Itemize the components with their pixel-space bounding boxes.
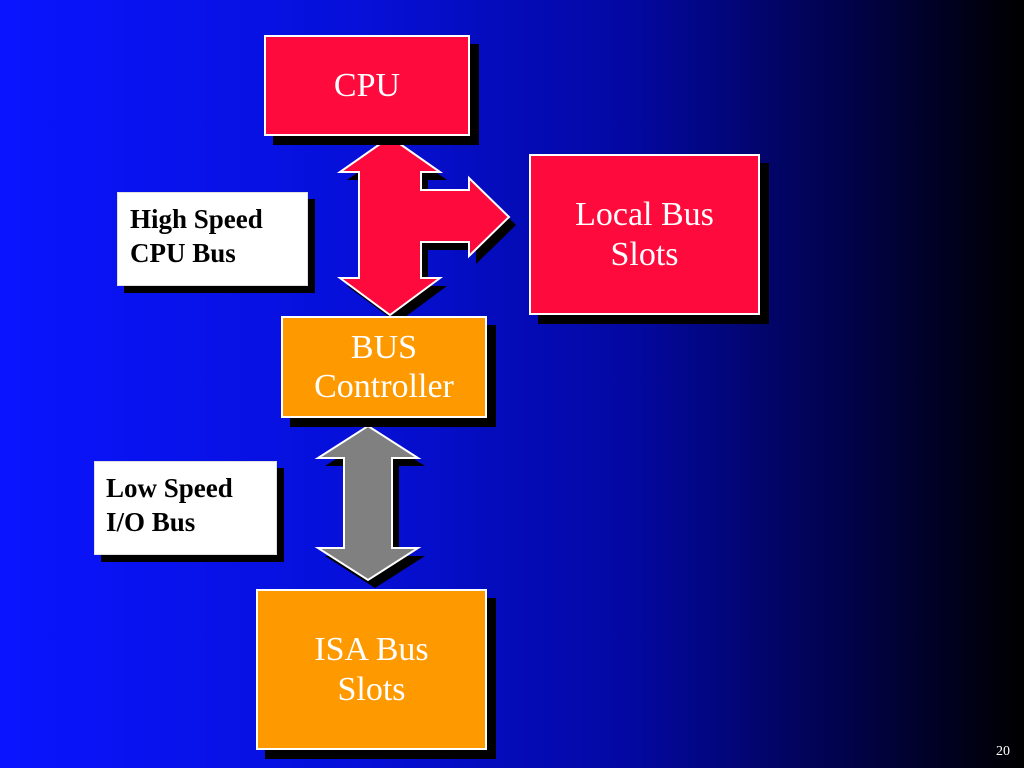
low-speed-io-bus-label: Low Speed I/O Bus — [94, 461, 277, 555]
bus-controller-box: BUS Controller — [281, 316, 487, 418]
bus-controller-line-1: BUS — [350, 328, 418, 366]
isa-bus-slots-line-2: Slots — [337, 670, 406, 708]
low-speed-line-1: Low Speed — [106, 473, 233, 503]
local-bus-slots-line-2: Slots — [610, 235, 679, 273]
isa-bus-slots-box: ISA Bus Slots — [256, 589, 487, 750]
io-bus-arrow — [314, 424, 422, 582]
low-speed-line-2: I/O Bus — [106, 506, 196, 537]
high-speed-line-2: CPU Bus — [130, 237, 236, 268]
isa-bus-slots-line-1: ISA Bus — [314, 631, 429, 669]
local-bus-slots-box: Local Bus Slots — [529, 154, 760, 315]
local-bus-slots-line-1: Local Bus — [575, 196, 714, 234]
page-number: 20 — [996, 744, 1010, 759]
cpu-label: CPU — [333, 66, 401, 104]
bus-controller-line-2: Controller — [314, 368, 454, 405]
high-speed-line-1: High Speed — [130, 204, 263, 234]
high-speed-cpu-bus-label: High Speed CPU Bus — [117, 192, 308, 286]
cpu-bus-arrow — [336, 135, 511, 317]
cpu-box: CPU — [264, 35, 470, 136]
